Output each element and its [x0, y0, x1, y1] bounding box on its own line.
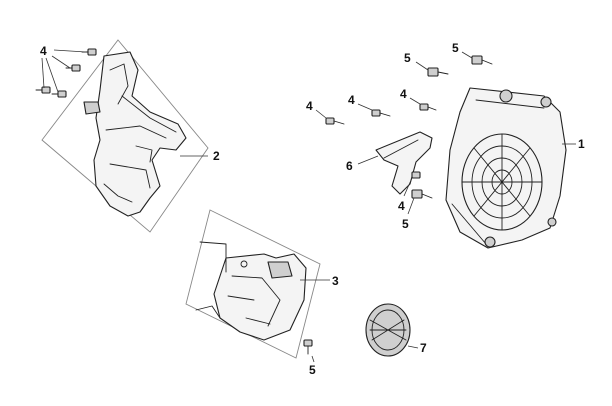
callout-3: 3 [332, 274, 339, 288]
callout-1: 1 [578, 137, 585, 151]
callout-7: 7 [420, 341, 427, 355]
callout-5-upper-right: 5 [452, 41, 459, 55]
callout-6: 6 [346, 159, 353, 173]
callout-4-bracket-right: 4 [400, 87, 407, 101]
fan-cover-bolt-a [427, 67, 449, 77]
callout-4-bracket-center: 4 [348, 93, 355, 107]
part-7-screen [365, 303, 411, 357]
callout-2: 2 [213, 149, 220, 163]
part-1-fan-cover [445, 87, 567, 249]
callout-4-bracket-left: 4 [306, 99, 313, 113]
part-2-shroud-cover [83, 51, 187, 217]
callout-5-lower: 5 [309, 363, 316, 377]
callout-4-lower-right: 4 [398, 199, 405, 213]
part-2-screws [35, 48, 97, 98]
part-6-bracket [375, 131, 433, 195]
bracket-screws [325, 103, 437, 179]
callout-5-middle: 5 [402, 217, 409, 231]
part-3-group-frame [185, 209, 321, 359]
callout-4-upper-left: 4 [40, 44, 47, 58]
part-2-group-frame [41, 39, 209, 233]
fan-cover-bolt-b [471, 55, 493, 65]
part-3-bolt [303, 339, 313, 355]
callout-5-upper-left: 5 [404, 51, 411, 65]
part-3-shroud-cover [195, 241, 307, 341]
fan-cover-bolt-c [411, 189, 433, 199]
